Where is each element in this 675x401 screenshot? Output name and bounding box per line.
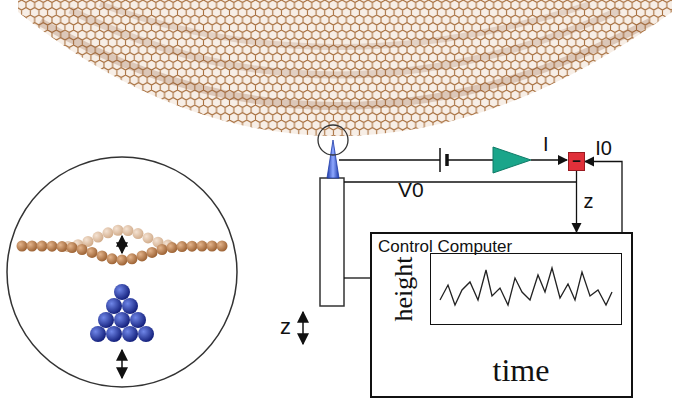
current-label: I xyxy=(543,133,549,156)
axis-label: time xyxy=(493,352,550,389)
tip-atom xyxy=(138,326,154,342)
signal-label: I0 xyxy=(594,137,613,160)
atom xyxy=(187,241,198,252)
atom xyxy=(147,247,158,258)
atom xyxy=(217,241,228,252)
atom xyxy=(67,242,78,253)
atom xyxy=(117,255,128,266)
atom xyxy=(123,225,134,236)
atom xyxy=(17,241,28,252)
subtractor-box: − xyxy=(568,152,585,171)
graphene-lattice xyxy=(18,0,672,136)
atom xyxy=(127,253,138,264)
atom xyxy=(87,247,98,258)
amplifier-symbol xyxy=(493,147,531,173)
control-computer-box: Control Computerheighttime xyxy=(370,232,633,398)
inset-circle xyxy=(7,157,237,387)
atom xyxy=(157,244,168,255)
tip-atom xyxy=(122,298,138,314)
atom xyxy=(37,241,48,252)
atom xyxy=(47,241,58,252)
plot-window: heighttime xyxy=(430,253,622,325)
signal-label: z xyxy=(583,190,595,213)
battery-symbol xyxy=(439,148,441,172)
tip-arrow xyxy=(121,350,123,378)
signal-wire xyxy=(576,171,577,232)
wire xyxy=(339,159,440,160)
atom xyxy=(57,241,68,252)
atom xyxy=(197,241,208,252)
tip-atom xyxy=(90,326,106,342)
z-label: z xyxy=(280,314,291,340)
voltage-label: V0 xyxy=(398,178,424,202)
atom xyxy=(103,227,114,238)
stm-tip xyxy=(327,140,339,178)
atom-group xyxy=(17,225,228,342)
atom xyxy=(113,225,124,236)
axis-label: height xyxy=(388,257,418,322)
wire xyxy=(344,277,372,278)
height-trace xyxy=(440,268,612,305)
tip-atom xyxy=(98,312,114,328)
tip-atom xyxy=(106,326,122,342)
ripple-band xyxy=(100,4,590,47)
zoom-circle xyxy=(318,125,348,155)
atom xyxy=(97,250,108,261)
atom xyxy=(107,253,118,264)
node-text: Control Computer xyxy=(378,237,512,257)
atom xyxy=(137,250,148,261)
atom xyxy=(207,241,218,252)
tip-atom xyxy=(114,284,130,300)
tip-atom xyxy=(122,326,138,342)
atom xyxy=(133,228,144,239)
wire xyxy=(447,159,493,160)
atom xyxy=(167,242,178,253)
atom xyxy=(143,232,154,243)
tip-atom xyxy=(114,312,130,328)
node-text: − xyxy=(572,152,581,169)
ripple-arrow xyxy=(121,236,123,253)
z-motion-arrow xyxy=(302,312,304,344)
tip-atom xyxy=(130,312,146,328)
atom xyxy=(93,232,104,243)
wire xyxy=(344,181,576,182)
current-wire xyxy=(531,159,567,160)
atom xyxy=(177,241,188,252)
graphene-sheet xyxy=(18,0,672,136)
atom xyxy=(77,244,88,255)
atom xyxy=(27,241,38,252)
tip-atom xyxy=(106,298,122,314)
piezo-tube xyxy=(320,178,344,306)
